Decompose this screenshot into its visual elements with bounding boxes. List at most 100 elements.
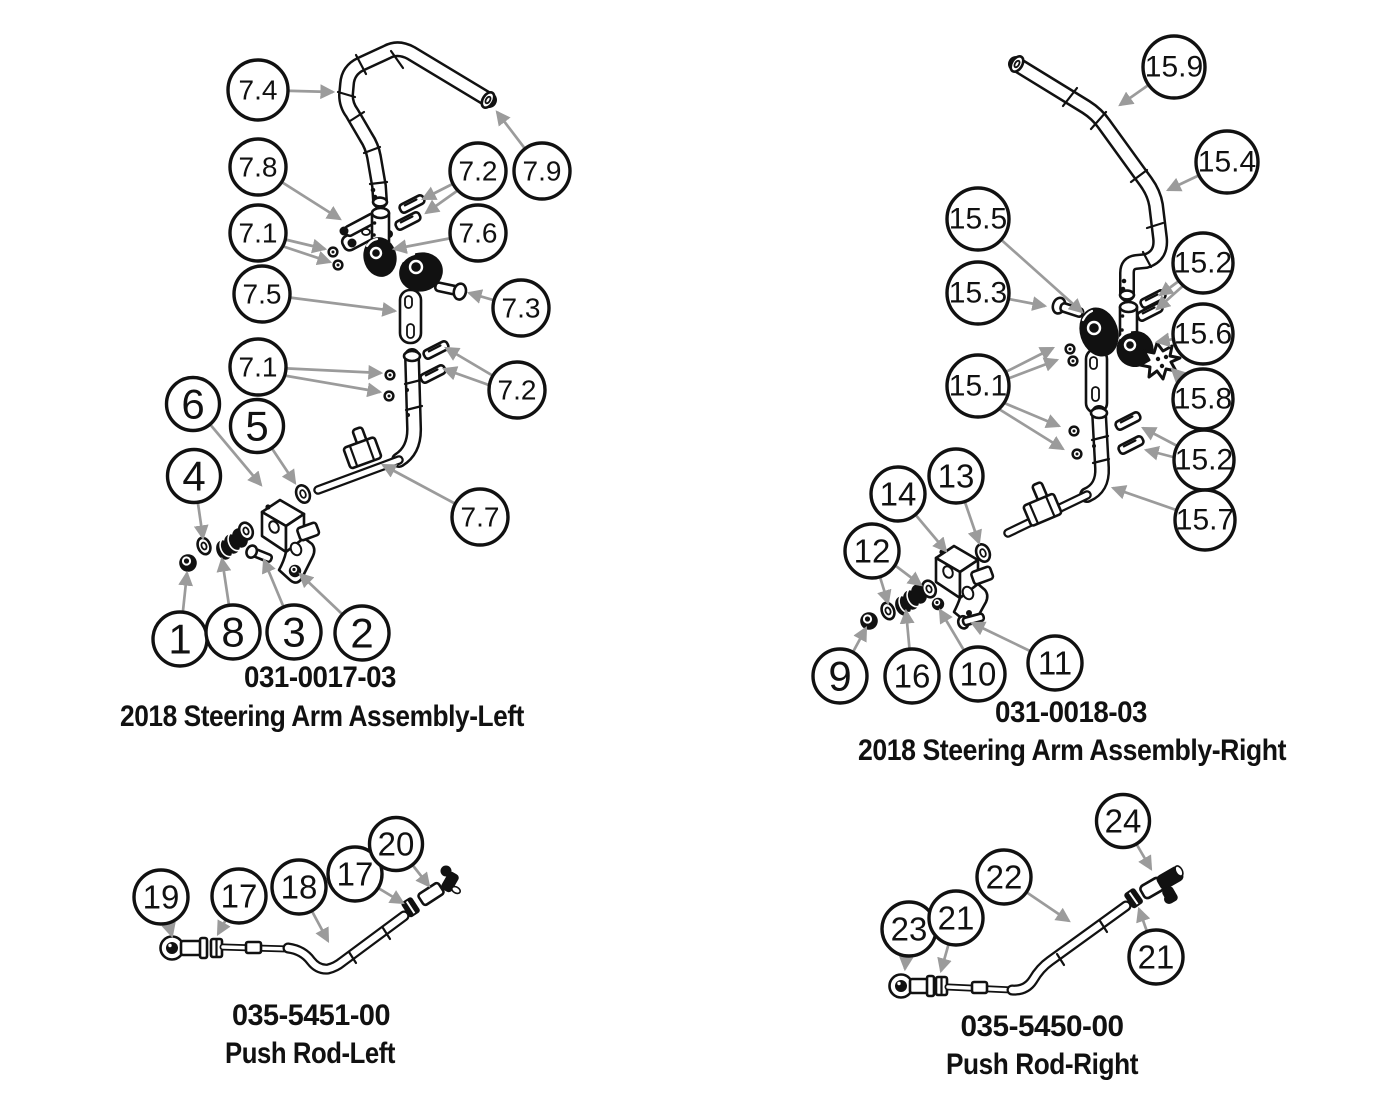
ball-joint (159, 935, 209, 961)
callouts-push-rod-left: 19 17 18 17 20 (132, 815, 425, 926)
ball-joint (888, 973, 936, 999)
callout-7-7: 7.7 (450, 487, 510, 547)
callout-label: 15.5 (949, 203, 1007, 236)
callout-label: 22 (986, 859, 1023, 896)
callouts-steering-left: 7.4 7.8 7.1 7.5 7.1 6 5 4 1 8 3 2 7.2 7.… (151, 58, 572, 668)
callout-label: 7.2 (498, 375, 537, 406)
jam-nut (1124, 888, 1143, 909)
callout-7-5: 7.5 (232, 264, 292, 324)
tube-clamp (342, 426, 383, 470)
tube-end-opening (371, 196, 389, 208)
callout-label: 15.8 (1174, 383, 1232, 416)
callout-7-9: 7.9 (512, 141, 572, 201)
callout-label: 9 (828, 653, 851, 700)
bushing-stack (216, 521, 255, 560)
callout-label: 21 (938, 900, 975, 937)
roll-pin (422, 339, 450, 361)
callout-7-2-upper: 7.2 (448, 141, 508, 201)
handlebar-tube (1008, 55, 1169, 302)
part-number-steering-left: 031-0017-03 (244, 661, 396, 694)
shoulder-bolt (433, 281, 468, 301)
callout-17-right: 17 (326, 845, 384, 903)
callout-8: 8 (204, 603, 262, 661)
callout-label: 15.3 (949, 277, 1007, 310)
callout-label: 15.6 (1174, 318, 1232, 351)
roll-pin (398, 193, 426, 215)
callout-15-3: 15.3 (945, 260, 1011, 326)
callout-7-6: 7.6 (448, 203, 508, 263)
callout-15-4: 15.4 (1194, 129, 1260, 195)
callout-label: 15.7 (1176, 504, 1234, 537)
roll-pin (394, 210, 422, 232)
lock-nut (931, 597, 945, 611)
pulley-disc (1116, 330, 1154, 368)
callout-2: 2 (333, 604, 391, 662)
bearing-disc (1079, 307, 1119, 357)
callout-label: 16 (894, 658, 931, 695)
pivot-bolt (956, 612, 986, 630)
rod-end-fitting (1139, 865, 1184, 904)
callout-7-3: 7.3 (491, 278, 551, 338)
diagram-push-rod-left: 19 17 18 17 20 035-5451-00 Push Rod-Left (132, 815, 461, 1070)
roll-pin (1114, 410, 1142, 432)
diagram-steering-arm-left: 7.4 7.8 7.1 7.5 7.1 6 5 4 1 8 3 2 7.2 7.… (120, 41, 572, 733)
callout-9: 9 (811, 647, 869, 705)
callout-7-1-upper: 7.1 (228, 203, 288, 263)
tube-clamp (1022, 481, 1063, 527)
handlebar-tube (336, 41, 497, 209)
callout-1: 1 (151, 610, 209, 668)
callout-label: 7.2 (459, 156, 498, 187)
star-knob (1138, 341, 1182, 381)
washer (294, 484, 312, 504)
callout-label: 5 (245, 403, 268, 450)
title-push-rod-left: Push Rod-Left (225, 1037, 395, 1070)
callout-label: 7.9 (523, 156, 562, 187)
callout-label: 7.3 (502, 293, 541, 324)
steering-arm-left-artwork (179, 41, 497, 584)
callout-21-left: 21 (927, 889, 985, 947)
callout-label: 23 (891, 911, 928, 948)
lock-nut (860, 612, 878, 630)
callout-6: 6 (164, 375, 222, 433)
flange-nut (327, 246, 344, 271)
callout-15-8: 15.8 (1171, 367, 1235, 431)
callout-13: 13 (927, 447, 985, 505)
callout-7-4: 7.4 (226, 58, 290, 122)
callout-11: 11 (1026, 634, 1084, 692)
callout-label: 3 (282, 609, 305, 656)
callout-22: 22 (975, 848, 1033, 906)
callout-label: 21 (1138, 939, 1175, 976)
rod-end-link (1084, 347, 1109, 415)
callout-15-9: 15.9 (1141, 34, 1207, 100)
flange-nut (383, 369, 396, 402)
callout-label: 15.9 (1145, 51, 1203, 84)
callout-19: 19 (132, 868, 190, 926)
callout-label: 15.4 (1198, 146, 1256, 179)
title-push-rod-right: Push Rod-Right (946, 1048, 1138, 1081)
callout-15-2-lower: 15.2 (1172, 428, 1236, 492)
lock-nut (179, 554, 197, 572)
diagram-steering-arm-right: 15.9 15.4 15.5 15.3 15.2 15.6 15.1 15.8 … (811, 34, 1287, 767)
callout-label: 4 (182, 453, 205, 500)
callout-label: 2 (350, 610, 373, 657)
callouts-push-rod-right: 23 21 22 24 21 (880, 792, 1185, 986)
part-number-push-rod-right: 035-5450-00 (961, 1010, 1124, 1043)
flange-nut (1064, 343, 1083, 460)
push-rod-right-artwork (888, 865, 1184, 999)
callout-label: 17 (337, 856, 374, 893)
rod-end-fitting (417, 865, 461, 907)
callout-21-right: 21 (1127, 928, 1185, 986)
callout-label: 15.1 (949, 370, 1007, 403)
pivot-stub-tube (370, 206, 391, 245)
callout-label: 17 (221, 878, 258, 915)
callout-label: 7.6 (459, 218, 498, 249)
push-rod-tube (219, 910, 410, 975)
callout-10: 10 (949, 645, 1007, 703)
callout-12: 12 (843, 522, 901, 580)
push-rod-tube (944, 900, 1132, 996)
callout-label: 19 (143, 879, 180, 916)
washer (974, 543, 992, 563)
callout-14: 14 (869, 465, 927, 523)
rod-end-link (398, 288, 423, 345)
callout-7-1-lower: 7.1 (228, 337, 288, 397)
